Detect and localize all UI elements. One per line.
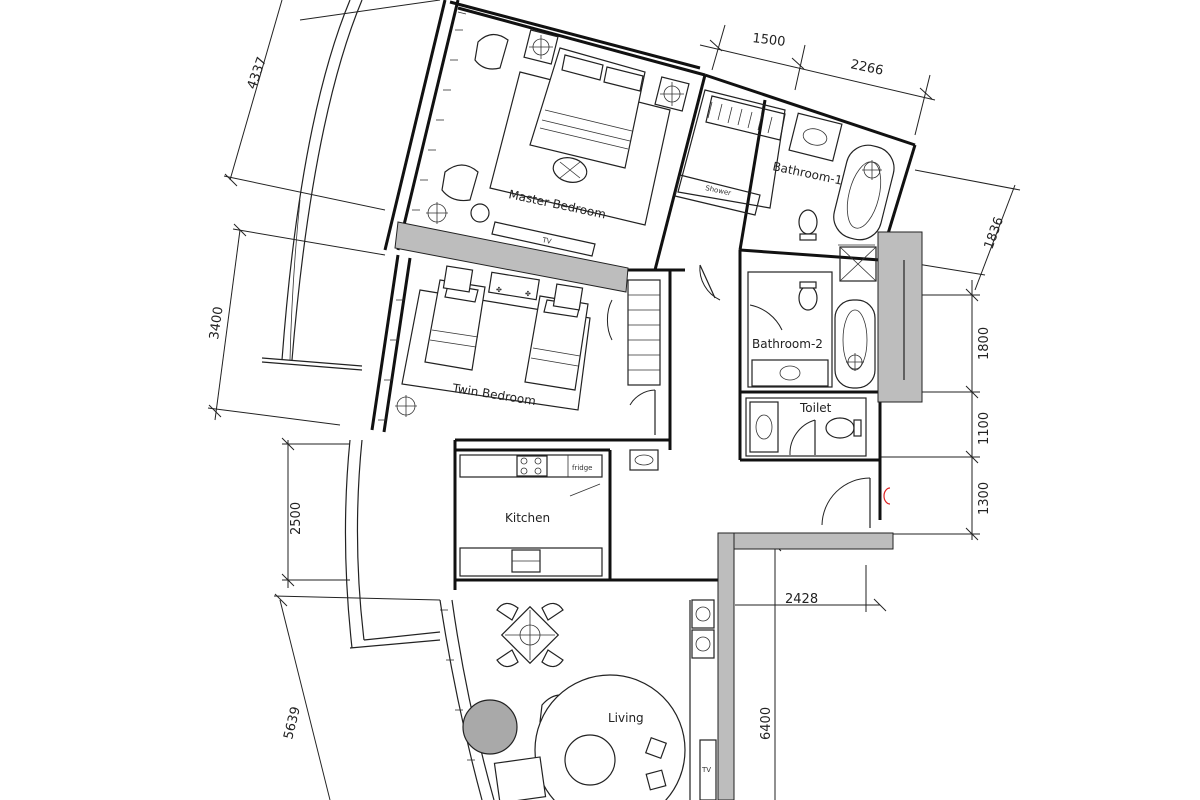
basin: [749, 401, 779, 453]
meter-box: [629, 449, 659, 471]
bathroom-2-label: Bathroom-2: [752, 337, 823, 351]
armchair: [474, 33, 509, 70]
toilet-room: Toilet: [745, 397, 867, 457]
dim-1100: 1100: [977, 412, 992, 445]
side-stool: [644, 736, 668, 760]
svg-text:✤: ✤: [496, 286, 502, 294]
nightstand: [552, 283, 584, 311]
walls: [370, 0, 923, 800]
svg-text:✤: ✤: [525, 290, 531, 298]
tv-wall: [394, 221, 629, 293]
dim-6400: 6400: [759, 707, 774, 740]
wc: [798, 209, 818, 235]
wardrobe: [606, 279, 661, 435]
dim-1500: 1500: [752, 31, 787, 50]
coffee-table: [564, 734, 616, 786]
bathtub: [834, 299, 876, 389]
basin: [788, 112, 843, 162]
facade: [261, 0, 495, 800]
dim-1300: 1300: [977, 482, 992, 515]
walk-in-area: Shower: [674, 89, 786, 301]
pillow: [561, 54, 604, 81]
dim-2428: 2428: [785, 592, 818, 607]
dim-4337: 4337: [245, 55, 270, 91]
appliance: [691, 629, 715, 659]
kitchen-label: Kitchen: [505, 511, 550, 525]
bathroom-1-label: Bathroom-1: [771, 159, 843, 187]
dim-1836: 1836: [982, 215, 1007, 251]
dim-2500: 2500: [289, 502, 304, 535]
living-area: Living TV: [462, 599, 717, 800]
dim-5639: 5639: [281, 705, 304, 741]
wc: [825, 417, 855, 439]
master-bedroom-furniture: TV Master Bedroom: [426, 29, 690, 257]
dim-3400: 3400: [207, 306, 226, 341]
round-sofa: [462, 699, 518, 755]
appliance: [691, 599, 715, 629]
tv-unit: [491, 221, 596, 257]
basin: [751, 359, 829, 387]
twin-bedroom-furniture: ✤ ✤ Twin Bedroom: [395, 265, 591, 417]
hob: [516, 455, 548, 477]
tv-label: TV: [541, 236, 553, 246]
side-stool: [645, 769, 667, 791]
living-tv-label: TV: [701, 766, 711, 774]
armchair: [441, 164, 479, 202]
nightstand: [442, 265, 474, 293]
toilet-label: Toilet: [799, 401, 832, 415]
side-table: [470, 203, 490, 223]
tv-console: [699, 739, 717, 800]
dining-table: [496, 602, 564, 668]
entry-door: [821, 477, 891, 528]
wc: [798, 285, 818, 311]
window-hatching: [378, 11, 475, 761]
shower-label: Shower: [705, 184, 732, 197]
fridge-label: fridge: [572, 464, 592, 472]
dim-2266: 2266: [849, 57, 884, 79]
kitchen-area: fridge Kitchen: [459, 449, 659, 577]
pillow: [603, 66, 644, 92]
living-label: Living: [608, 711, 644, 725]
dim-1800: 1800: [977, 327, 992, 360]
sofa: [493, 756, 547, 800]
bathroom-2: Bathroom-2: [747, 271, 876, 389]
desk: [488, 271, 540, 301]
